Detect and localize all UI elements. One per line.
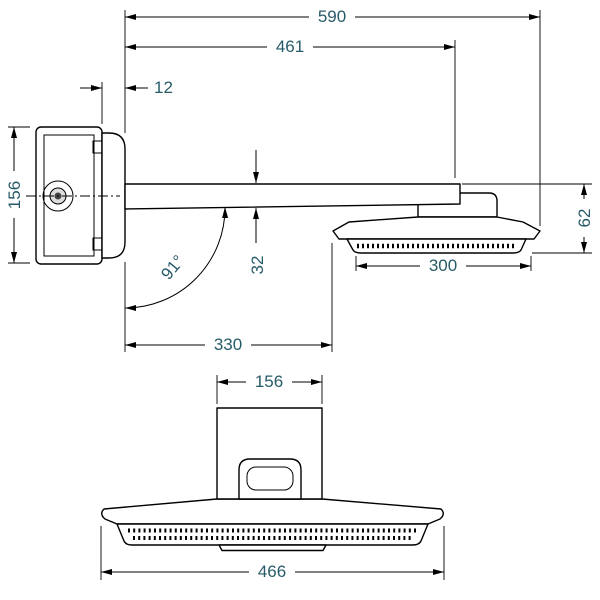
dim-flange-depth-label: 12 [154,78,173,97]
spray-plate-front [116,523,429,546]
dim-wall-to-head-label: 330 [214,335,242,354]
label-bg [249,564,295,580]
label-bg [576,199,592,237]
wall-mount-box [35,126,103,265]
mount-box-outer [35,126,103,265]
dimensions-front: 156 466 [100,372,445,581]
pivot-screw-outer [42,180,74,212]
shower-arm [124,183,461,210]
connector-collar-outer [238,458,302,500]
label-bg [205,337,251,353]
dim-overall-depth-label: 590 [318,7,346,26]
front-view: 156 466 [100,372,445,581]
dim-plate-height-label: 156 [5,181,24,209]
spray-plate-side [346,238,527,254]
label-bg [267,39,313,55]
side-view: 590 461 12 156 91° 32 330 300 62 [5,7,594,354]
spray-center-lip [218,544,327,552]
label-bg [5,171,22,218]
wall-flange [101,132,126,259]
drawing-root: 590 461 12 156 91° 32 330 300 62 [5,7,594,581]
dimline-arm-angle-arc [124,206,229,311]
label-bg [309,9,355,25]
dim-arm-depth-label: 461 [276,37,304,56]
dim-arm-thickness-label: 32 [248,256,267,275]
dim-arm-angle-label: 91° [157,252,188,284]
dim-head-drop-label: 62 [575,209,594,228]
label-bg [420,258,466,274]
shower-head-front [101,498,444,525]
dimensions-side: 590 461 12 156 91° 32 330 300 62 [5,7,594,354]
connector-collar-inner [246,466,294,491]
shower-head-side [332,216,541,240]
label-bg [246,374,292,390]
dim-head-depth-label: 300 [429,256,457,275]
dim-connector-width-label: 156 [255,372,283,391]
mount-box-inner [43,134,95,257]
dim-head-width-label: 466 [258,562,286,581]
